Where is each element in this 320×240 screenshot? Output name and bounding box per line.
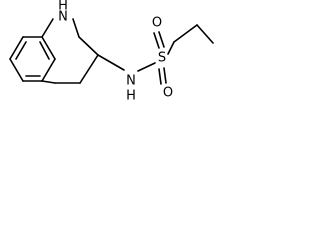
sulfur-label: S xyxy=(158,51,166,66)
amide-nitrogen-label: N xyxy=(126,74,136,89)
benzene-ring xyxy=(9,36,56,82)
double-bond xyxy=(158,31,165,48)
bond xyxy=(173,24,198,43)
bond xyxy=(9,58,24,82)
bond xyxy=(79,54,99,84)
sulfonamide-chain xyxy=(97,24,214,85)
bond xyxy=(9,36,24,60)
bond xyxy=(41,36,56,60)
bond xyxy=(41,18,54,38)
double-bond xyxy=(158,68,162,85)
bond xyxy=(78,36,99,56)
ring-nitrogen-label: N xyxy=(58,10,68,25)
double-bond-inner xyxy=(15,41,27,60)
tetrahydro-ring xyxy=(41,18,99,84)
bond xyxy=(137,62,156,72)
bottom-oxygen-label: O xyxy=(163,86,173,101)
double-bond xyxy=(163,67,167,84)
bond xyxy=(41,58,56,82)
bond xyxy=(41,80,56,84)
ring-nh-hydrogen-label: H xyxy=(58,0,68,14)
bond xyxy=(167,41,175,55)
bond xyxy=(196,24,214,44)
double-bond-inner xyxy=(39,41,50,60)
top-oxygen-label: O xyxy=(152,16,162,31)
amide-nh-hydrogen-label: H xyxy=(126,89,136,104)
bond xyxy=(97,54,125,71)
chemical-structure-diagram: H N N H S O O xyxy=(9,0,214,104)
bond xyxy=(72,18,80,38)
double-bond xyxy=(153,32,160,49)
